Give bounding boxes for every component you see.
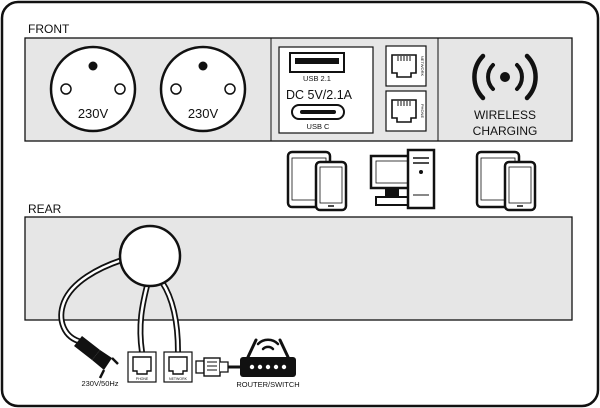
usb-c-port-icon — [291, 104, 345, 120]
usb-power-label: DC 5V/2.1A — [286, 88, 353, 102]
rear-phone-rj45-icon — [132, 356, 152, 375]
rear-port-left-label: PHONE — [136, 377, 149, 381]
power-label: 230V/50Hz — [81, 379, 118, 388]
rear-phone-port: PHONE — [127, 351, 157, 383]
rj45-top-label: NETWORK — [420, 56, 425, 77]
rear-panel — [24, 216, 573, 321]
rear-section-label: REAR — [28, 202, 62, 216]
rear-cable-hub — [118, 224, 182, 288]
usb-a-label: USB 2.1 — [303, 74, 331, 83]
power-socket-right: 230V — [159, 45, 247, 133]
phone-tablet-icon — [286, 150, 348, 212]
router-label: ROUTER/SWITCH — [236, 380, 299, 389]
ethernet-connector-icon — [195, 357, 240, 377]
rear-network-rj45-icon — [168, 356, 188, 375]
rear-network-port: NETWORK — [163, 351, 193, 383]
wireless-label-line2: CHARGING — [473, 124, 538, 138]
usb-a-port-icon — [289, 52, 345, 73]
desktop-computer-icon — [369, 148, 436, 210]
phone-tablet-icon — [475, 150, 537, 212]
rj45-phone-port: PHONE — [385, 90, 427, 132]
wireless-signal-icon — [472, 53, 538, 101]
rear-port-right-label: NETWORK — [169, 377, 188, 381]
socket-right-voltage: 230V — [188, 106, 219, 121]
front-section-label: FRONT — [28, 22, 70, 36]
usb-module: USB 2.1 DC 5V/2.1A USB C — [278, 46, 374, 134]
wireless-charging-area: WIRELESS CHARGING — [472, 53, 538, 138]
rj45-bottom-label: PHONE — [420, 104, 425, 119]
rj45-network-port: NETWORK — [385, 45, 427, 87]
power-plug-icon — [74, 336, 119, 379]
power-socket-left: 230V — [49, 45, 137, 133]
router-icon — [240, 338, 296, 377]
router-wifi-icon — [256, 338, 280, 351]
wireless-label-line1: WIRELESS — [474, 108, 536, 122]
usb-c-label: USB C — [307, 122, 331, 131]
cable-bundle — [58, 257, 181, 355]
socket-left-voltage: 230V — [78, 106, 109, 121]
